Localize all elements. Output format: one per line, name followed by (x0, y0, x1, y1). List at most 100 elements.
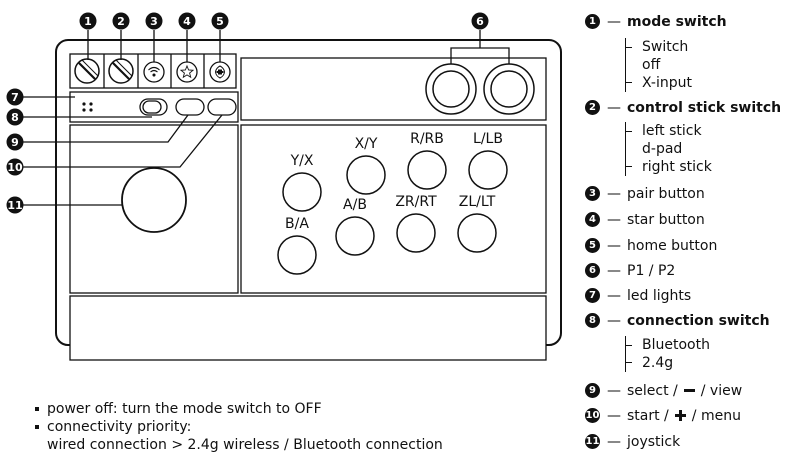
action-button-l-lb[interactable]: L/LB (468, 131, 508, 190)
legend-item-home-button: 5 — home button (585, 238, 717, 253)
legend-item-control-stick-switch: 2 — control stick switch (585, 100, 781, 115)
action-button-circle[interactable] (277, 235, 317, 275)
control-stick-switch-indicator (115, 59, 133, 77)
callout-badge-circle (6, 88, 24, 106)
legend-number: 2 (585, 100, 600, 115)
legend-item-connection-switch: 8 — connection switch (585, 313, 770, 328)
legend-item-pair-button: 3 — pair button (585, 186, 705, 201)
legend-dash: — (607, 13, 621, 30)
action-button-circle[interactable] (407, 150, 447, 190)
select-button[interactable] (175, 98, 205, 116)
legend-dash: — (607, 262, 621, 279)
legend-number: 11 (585, 434, 600, 449)
legend-dash: — (607, 433, 621, 450)
p1-button[interactable] (425, 63, 477, 115)
note-priority-title: connectivity priority: (35, 418, 443, 436)
callout-badge-circle (6, 158, 24, 176)
action-button-zr-rt[interactable]: ZR/RT (395, 194, 437, 253)
action-button-r-rb[interactable]: R/RB (407, 131, 447, 190)
callout-badge-number: 1 (84, 15, 92, 28)
legend-number: 3 (585, 186, 600, 201)
p2-button[interactable] (483, 63, 535, 115)
option-off: off (642, 57, 661, 73)
pair-button-circle[interactable] (143, 61, 165, 83)
action-button-circle[interactable] (468, 150, 508, 190)
callout-badge-number: 8 (11, 111, 19, 124)
callout-badge-2: 2 (112, 12, 130, 30)
action-button-label: A/B (343, 197, 367, 213)
legend-item-led-lights: 7 — led lights (585, 288, 691, 303)
action-button-zl-lt[interactable]: ZL/LT (457, 194, 497, 253)
joystick[interactable] (121, 167, 187, 233)
callout-badge-circle (112, 12, 130, 30)
callout-badge-number: 6 (476, 15, 484, 28)
action-button-b-a[interactable]: B/A (277, 216, 317, 275)
action-button-label: R/RB (410, 131, 444, 147)
action-button-circle[interactable] (457, 213, 497, 253)
mode-switch-options: Switch off X-input (625, 38, 692, 92)
action-button-circle[interactable] (282, 172, 322, 212)
legend-dash: — (607, 382, 621, 399)
home-button[interactable] (209, 61, 231, 83)
legend-dash: — (607, 407, 621, 424)
action-button-y-x[interactable]: Y/X (282, 153, 322, 212)
start-button[interactable] (207, 98, 237, 116)
mode-switch[interactable] (74, 58, 100, 84)
callout-badge-6: 6 (471, 12, 489, 30)
connection-switch-options: Bluetooth 2.4g (625, 336, 710, 372)
callout-badge-4: 4 (178, 12, 196, 30)
action-button-a-b[interactable]: A/B (335, 197, 375, 256)
callout-badge-8: 8 (6, 108, 24, 126)
option-switch: Switch (626, 38, 692, 56)
legend-label-post: / view (700, 382, 743, 399)
legend-label: mode switch (627, 13, 727, 30)
legend-label: pair button (627, 185, 705, 202)
legend-number: 6 (585, 263, 600, 278)
legend-number: 8 (585, 313, 600, 328)
legend-label: home button (627, 237, 718, 254)
callout-badge-circle (471, 12, 489, 30)
legend-item-star-button: 4 — star button (585, 212, 705, 227)
callout-badge-circle (79, 12, 97, 30)
legend-item-p1-p2: 6 — P1 / P2 (585, 263, 675, 278)
legend-label: connection switch (627, 312, 770, 329)
legend-label: control stick switch (627, 99, 782, 116)
control-stick-switch[interactable] (108, 58, 134, 84)
legend-label: star button (627, 211, 705, 228)
legend-number: 7 (585, 288, 600, 303)
plus-icon (674, 410, 686, 421)
legend-label-pre: select / (627, 382, 678, 399)
note-priority-detail: wired connection > 2.4g wireless / Bluet… (47, 437, 443, 453)
callout-badge-circle (145, 12, 163, 30)
pair-button[interactable] (143, 61, 165, 83)
action-button-circle[interactable] (346, 155, 386, 195)
option-x-input: X-input (626, 75, 692, 91)
mode-switch-indicator (81, 59, 99, 77)
action-button-x-y[interactable]: X/Y (346, 136, 386, 195)
star-button[interactable] (176, 61, 198, 83)
legend-dash: — (607, 312, 621, 329)
legend-number: 9 (585, 383, 600, 398)
action-button-label: ZL/LT (459, 194, 496, 210)
option-left-stick: left stick (626, 122, 712, 140)
star-icon (179, 64, 195, 79)
action-button-label: Y/X (290, 153, 314, 169)
legend-dash: — (607, 185, 621, 202)
p1-button-inner (432, 70, 470, 108)
action-button-circle[interactable] (396, 213, 436, 253)
option-d-pad: d-pad (642, 141, 683, 157)
callout-badge-circle (6, 196, 24, 214)
legend-label: P1 / P2 (627, 262, 676, 279)
led-light (82, 102, 86, 106)
action-button-circle[interactable] (335, 216, 375, 256)
callout-leader-10 (23, 114, 223, 168)
connection-switch[interactable] (139, 98, 168, 116)
home-icon (214, 65, 226, 79)
note-power-off: power off: turn the mode switch to OFF (35, 400, 443, 418)
control-stick-switch-indicator (112, 62, 130, 80)
legend-dash: — (607, 237, 621, 254)
legend-dash: — (607, 211, 621, 228)
callout-badge-number: 9 (11, 136, 19, 149)
legend-dash: — (607, 99, 621, 116)
